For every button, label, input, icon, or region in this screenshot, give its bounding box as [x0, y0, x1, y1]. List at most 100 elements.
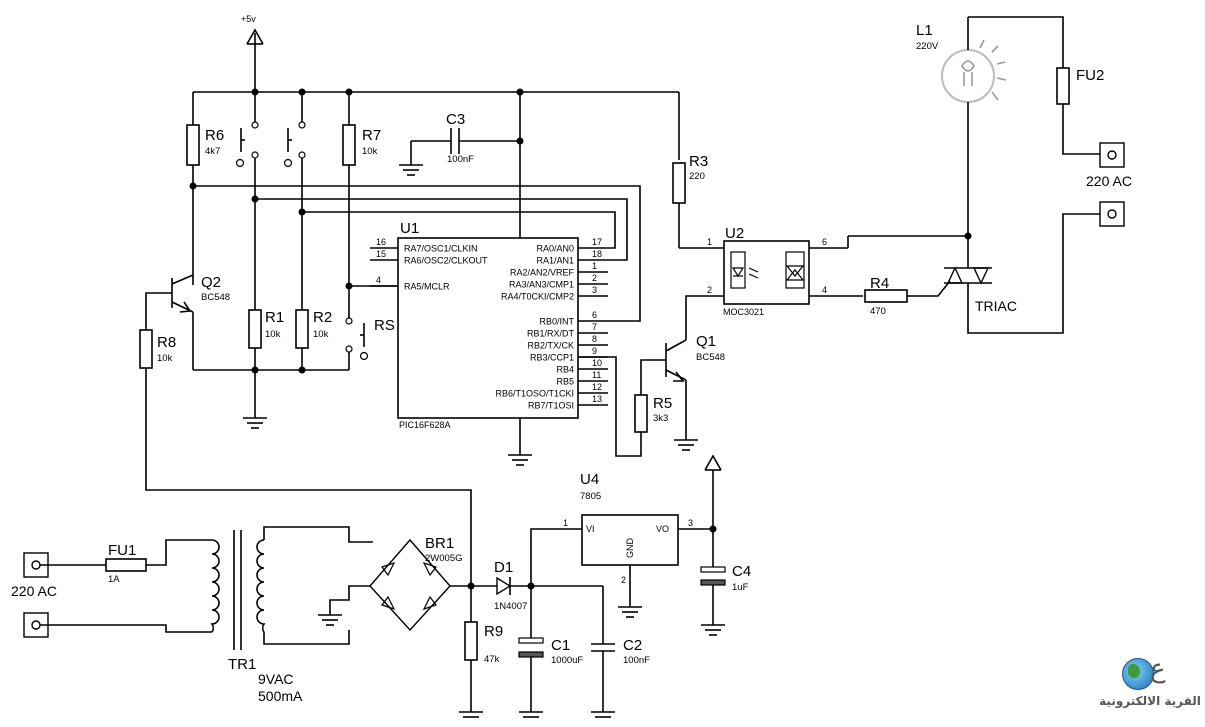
u1-pin-16-number: 16 — [376, 237, 386, 247]
fu1-label: FU1 — [108, 542, 136, 559]
c2-label: C2 — [623, 637, 642, 654]
r5-label: R5 — [653, 395, 672, 412]
pushbutton-2 — [283, 92, 306, 310]
u1-pin-7-name: RB1/RX/DT — [527, 329, 575, 339]
ac-label-bottom: 220 AC — [11, 583, 57, 599]
ac-label-top: 220 AC — [1086, 173, 1132, 189]
optocoupler-u2 — [678, 203, 863, 305]
u4-label: U4 — [580, 471, 599, 488]
u1-pin-4-number: 4 — [376, 275, 381, 285]
r4-value: 470 — [870, 306, 886, 317]
r7-label: R7 — [362, 127, 381, 144]
button-bus — [193, 185, 641, 322]
u1-pin-10-number: 10 — [592, 358, 602, 368]
l1-value: 220V — [916, 41, 939, 52]
u1-pin-4-name: RA5/MCLR — [404, 282, 450, 292]
r1-label: R1 — [265, 309, 284, 326]
u2-label: U2 — [725, 225, 744, 242]
u1-part: PIC16F628A — [399, 420, 451, 430]
r6-value: 4k7 — [205, 146, 220, 157]
u4-pin3: 3 — [688, 518, 693, 528]
site-logo: ع القرية الالكترونية — [1098, 652, 1202, 724]
rs-label: RS — [374, 317, 395, 334]
u4-vi: VI — [586, 524, 595, 534]
logo-mark: ع — [1150, 654, 1166, 684]
r2-value: 10k — [313, 329, 329, 340]
diode-d1 — [471, 576, 603, 596]
tr1-label: TR1 — [228, 656, 256, 673]
c3-value: 100nF — [447, 154, 474, 165]
u1-pin-11-name: RB5 — [556, 377, 574, 387]
u1-pin-17-number: 17 — [592, 237, 602, 247]
fuse-fu2 — [1056, 67, 1100, 155]
u2-pin4: 4 — [822, 285, 827, 295]
ground-1 — [243, 417, 267, 429]
r9-value: 47k — [484, 654, 500, 665]
tr1-current: 500mA — [258, 688, 303, 704]
u1-pin-11-number: 11 — [592, 370, 601, 380]
u1-pin-1-name: RA2/AN2/VREF — [510, 268, 575, 278]
u1-pin-3-number: 3 — [592, 285, 597, 295]
fuse-fu1 — [40, 539, 212, 633]
u1-label: U1 — [400, 220, 419, 237]
resistor-r6 — [186, 92, 200, 285]
transistor-q2 — [145, 274, 194, 370]
r8-label: R8 — [157, 334, 176, 351]
u4-gnd: GND — [625, 538, 635, 559]
ic-u1 — [370, 237, 579, 466]
u1-pin-15-name: RA6/OSC2/CLKOUT — [404, 256, 488, 266]
u1-pin-2-number: 2 — [592, 273, 597, 283]
top-rail — [193, 91, 680, 160]
u2-pin2: 2 — [707, 285, 712, 295]
capacitor-c3 — [399, 128, 520, 176]
u1-pin-10-name: RB4 — [556, 365, 574, 375]
u1-pin-8-name: RB2/TX/CK — [527, 341, 574, 351]
u1-pin-7-number: 7 — [592, 322, 597, 332]
u1-pin-18-name: RA1/AN1 — [536, 256, 574, 266]
vcc-label: +5v — [241, 14, 256, 24]
c1-value: 1000uF — [551, 655, 583, 666]
capacitor-c4 — [700, 454, 726, 636]
c4-value: 1uF — [732, 582, 749, 593]
u1-left-pins: 16RA7/OSC1/CLKIN15RA6/OSC2/CLKOUT4RA5/MC… — [370, 237, 488, 292]
u4-pin1: 1 — [563, 518, 568, 528]
u1-pin-17-name: RA0/AN0 — [536, 244, 574, 254]
resistor-r1 — [248, 309, 262, 418]
transistor-q1 — [640, 295, 698, 451]
reset-button — [345, 317, 369, 370]
d1-value: 1N4007 — [494, 601, 527, 612]
resistor-r5 — [634, 394, 648, 433]
u1-pin-2-name: RA3/AN3/CMP1 — [509, 280, 574, 290]
u1-pin-9-number: 9 — [592, 346, 597, 356]
r6-label: R6 — [205, 127, 224, 144]
u1-pin-12-name: RB6/T1OSO/T1CKI — [495, 389, 574, 399]
q1-label: Q1 — [696, 333, 716, 350]
r7-value: 10k — [362, 146, 378, 157]
u1-pin-6-name: RB0/INT — [539, 317, 574, 327]
q2-value: BC548 — [201, 292, 230, 303]
br1-label: BR1 — [425, 535, 454, 552]
transformer-tr1 — [210, 526, 373, 650]
r8-value: 10k — [157, 353, 173, 364]
u1-pin-12-number: 12 — [592, 382, 602, 392]
r3-label: R3 — [689, 153, 708, 170]
capacitor-c2 — [591, 586, 615, 718]
logo-text: القرية الالكترونية — [1099, 694, 1201, 708]
vcc-symbol — [246, 28, 264, 92]
u1-pin-1-number: 1 — [592, 261, 597, 271]
l1-label: L1 — [916, 22, 933, 39]
resistor-r9 — [459, 588, 483, 718]
u1-pin-6-number: 6 — [592, 310, 597, 320]
c3-label: C3 — [446, 111, 465, 128]
c1-label: C1 — [551, 637, 570, 654]
triac — [847, 213, 1100, 334]
r2-label: R2 — [313, 309, 332, 326]
triac-label: TRIAC — [975, 298, 1017, 314]
u1-pin-9-name: RB3/CCP1 — [530, 353, 574, 363]
u2-pin1: 1 — [707, 237, 712, 247]
r5-value: 3k3 — [653, 413, 668, 424]
u1-pin-18-number: 18 — [592, 249, 602, 259]
u4-pin2: 2 — [621, 575, 626, 585]
